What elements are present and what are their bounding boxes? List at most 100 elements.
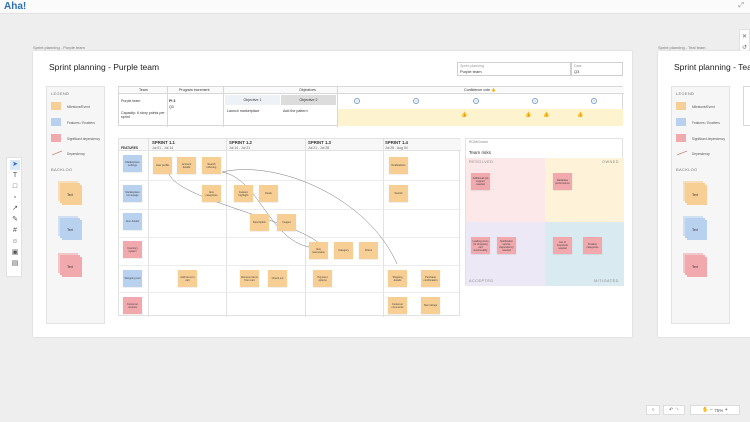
risk-note[interactable]: Notification service dependency needed — [497, 237, 516, 254]
frame-icon[interactable]: # — [13, 227, 17, 234]
sticky-note[interactable]: Customer comments — [388, 297, 407, 314]
teal-objectives-table — [743, 86, 750, 126]
stack-label: Text — [692, 265, 698, 269]
undo-icon[interactable]: ↶ — [669, 407, 674, 413]
features-label: FEATURES — [121, 146, 138, 150]
sticky-note[interactable]: Star ratings — [421, 297, 440, 314]
sticky-note[interactable]: Description — [250, 214, 269, 231]
image-icon[interactable]: ▣ — [11, 249, 19, 256]
zoom-out-icon[interactable]: − — [709, 407, 713, 413]
sticky-note[interactable]: Search indexing — [202, 157, 221, 174]
sticky-note[interactable]: Category — [334, 242, 353, 259]
vote-1[interactable]: 1 — [354, 98, 360, 104]
sprint-dates: Jul 28 - Aug 04 — [385, 146, 408, 150]
sticky-note[interactable]: Account details — [177, 157, 196, 174]
backlog-stack-yellow[interactable]: Text — [683, 181, 707, 205]
sticky-note[interactable]: Item reservation — [309, 242, 328, 259]
sticky-note[interactable]: Filters — [359, 242, 378, 259]
cursor-icon[interactable]: ➤ — [10, 160, 20, 170]
app-logo[interactable]: Aha! — [4, 1, 27, 12]
emoji-icon[interactable]: ☺ — [11, 238, 19, 245]
sticky-note[interactable]: Images — [277, 214, 296, 231]
redo-icon[interactable]: ↷ — [674, 407, 679, 413]
frame-purple[interactable]: Sprint planning - Purple team Sprint pla… — [33, 51, 632, 337]
backlog-stack-pink[interactable]: Text — [58, 253, 82, 277]
sticky-note[interactable]: Payment options — [313, 270, 332, 287]
sticky-note[interactable]: Remove items from cart — [240, 270, 259, 287]
legend-swatch-yellow — [676, 102, 686, 110]
feature-note[interactable]: Inventory system — [123, 241, 142, 258]
sticky-note[interactable]: Add items to cart — [178, 270, 197, 287]
sticky-note[interactable]: Search — [389, 185, 408, 202]
backlog-stack-yellow[interactable]: Text — [58, 181, 82, 205]
legend-swatch-blue — [51, 118, 61, 126]
frame-label-teal[interactable]: Sprint planning - Teal team — [658, 45, 706, 50]
sticky-note[interactable]: Deals — [259, 185, 278, 202]
roam-title: Team risks — [469, 150, 491, 155]
sticky-note[interactable]: Feature highlight — [234, 185, 253, 202]
risk-note[interactable]: Database performance — [553, 173, 572, 190]
feature-note[interactable]: Item details — [123, 213, 142, 230]
resolved-quadrant[interactable] — [466, 158, 545, 222]
connector-icon[interactable]: ↗ — [12, 205, 18, 212]
risk-note[interactable]: List of keywords needed — [553, 237, 572, 254]
zoom-level[interactable]: 75% — [714, 407, 724, 413]
zoom-in-icon[interactable]: + — [724, 407, 728, 413]
owned-quadrant[interactable] — [545, 158, 624, 222]
feature-note[interactable]: Customer reviews — [123, 297, 142, 314]
vote-3[interactable]: 3 — [473, 98, 479, 104]
feature-note[interactable]: Marketplace settings — [123, 155, 142, 172]
mitigated-quadrant[interactable] — [545, 222, 624, 286]
risk-note[interactable]: Finalize categories — [583, 237, 602, 254]
pi-header: Program increment — [179, 88, 210, 92]
resolved-label: RESOLVED — [469, 160, 494, 164]
risk-note[interactable]: Loading icons for shopping cart function… — [471, 237, 490, 254]
objective-1-tab[interactable]: Objective 1 — [225, 95, 280, 105]
stack-label: Text — [692, 193, 698, 197]
vote-4[interactable]: 4 — [532, 98, 538, 104]
backlog-stack-pink[interactable]: Text — [683, 253, 707, 277]
sticky-note[interactable]: Shipping details — [388, 270, 407, 287]
close-icon[interactable]: ✕ — [742, 34, 748, 40]
risk-note[interactable]: Additional QA support needed — [471, 173, 490, 190]
roam-board: ROAM board Team risks RESOLVED OWNED ACC… — [465, 138, 624, 286]
expand-icon[interactable]: ⤢ — [738, 2, 744, 9]
frame-teal[interactable]: Sprint planning - Teal team LEGEND Miles… — [658, 51, 750, 337]
vote-5[interactable]: 5 — [591, 98, 597, 104]
backlog-heading: BACKLOG — [51, 167, 73, 172]
vote-2[interactable]: 2 — [413, 98, 419, 104]
frame-label-purple[interactable]: Sprint planning - Purple team — [33, 45, 85, 50]
backlog-stack-blue[interactable]: Text — [58, 216, 82, 240]
legend-label: Significant dependency — [692, 137, 725, 141]
accepted-quadrant[interactable] — [466, 222, 545, 286]
sprint-field-value: Purple team — [460, 69, 482, 74]
sticky-note[interactable]: Purchase confirmation — [421, 270, 440, 287]
sticky-note[interactable]: User profile — [153, 157, 172, 174]
sticky-note[interactable]: Notifications — [389, 157, 408, 174]
zoom-controls: ✋ − 75% + — [690, 405, 740, 415]
backlog-stack-blue[interactable]: Text — [683, 216, 707, 240]
objective-2-tab[interactable]: Objective 2 — [281, 95, 336, 105]
hand-icon[interactable]: ✋ — [702, 407, 709, 413]
feature-note[interactable]: Shopping cart — [123, 270, 142, 287]
legend-label: Features / Enablers — [67, 121, 95, 125]
mitigated-label: MITIGATED — [594, 279, 619, 283]
sticky-note[interactable]: Item categories — [202, 185, 221, 202]
sprint-name: SPRINT 1.2 — [229, 140, 252, 145]
pen-icon[interactable]: ✎ — [12, 216, 18, 223]
sticky-note[interactable]: Check out — [268, 270, 287, 287]
sprint-field-label: Sprint planning — [460, 64, 484, 68]
sticky-note-icon[interactable]: ▫ — [13, 194, 17, 201]
undo-redo: ↶ ↷ — [663, 405, 685, 415]
feature-note[interactable]: Marketplace homepage — [123, 185, 142, 202]
capacity-text: Capacity: 6 story points per sprint — [121, 111, 165, 119]
text-icon[interactable]: T — [12, 172, 18, 179]
embed-icon[interactable]: ▤ — [11, 260, 19, 267]
shape-icon[interactable]: □ — [12, 183, 18, 190]
chat-icon[interactable]: ○ — [646, 405, 660, 415]
history-icon[interactable]: ↺ — [742, 45, 748, 51]
